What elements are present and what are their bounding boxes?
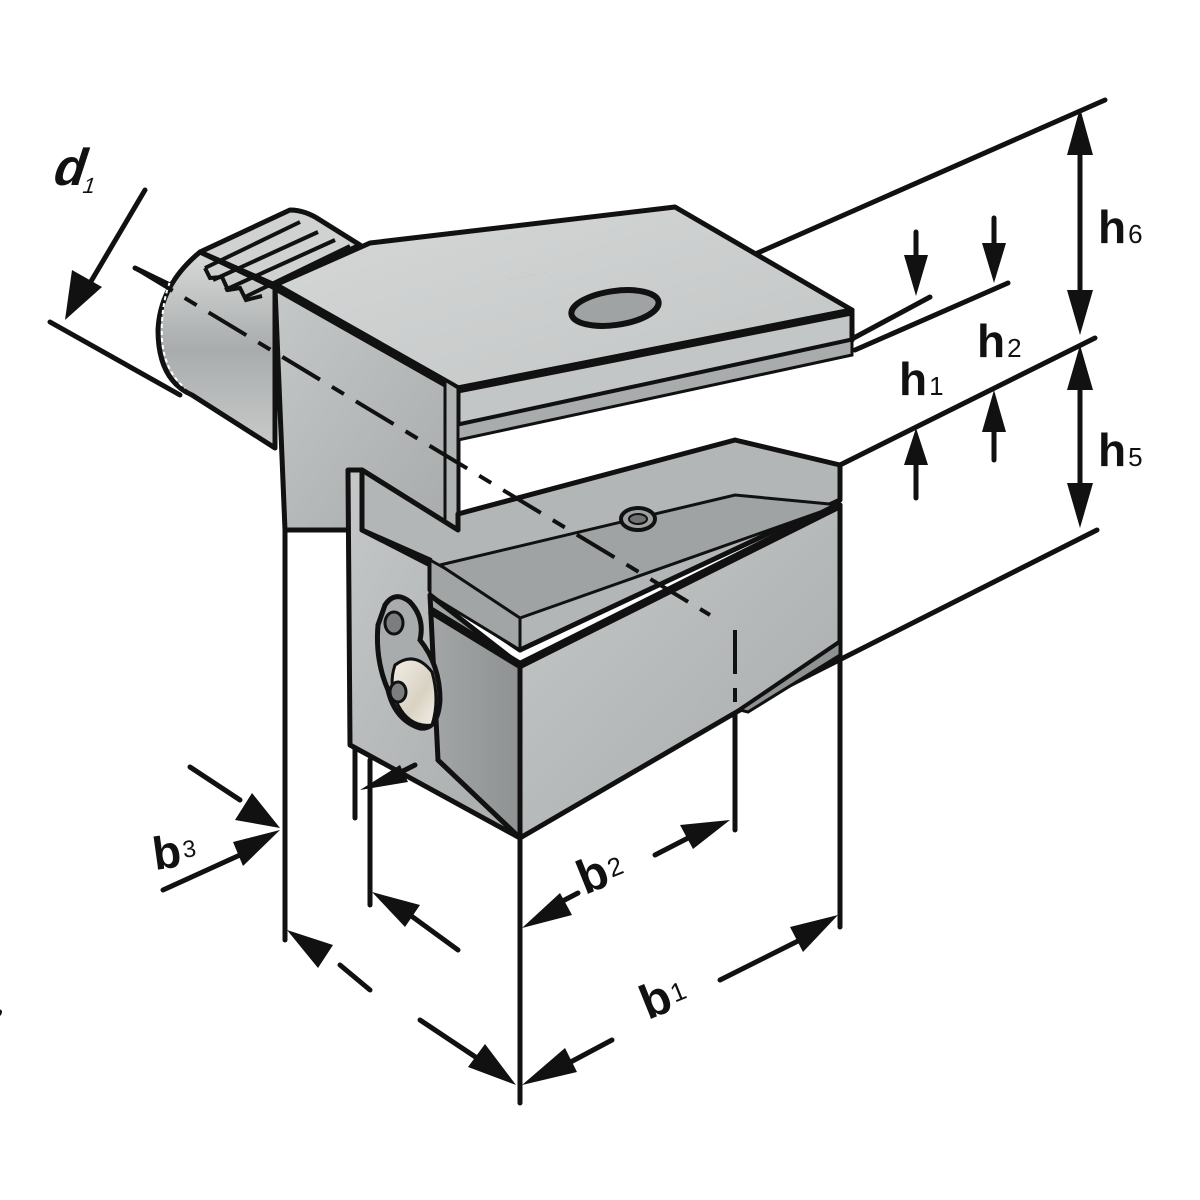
upper-head: ·· ·· ·· ·· — [272, 204, 855, 533]
cylindrical-shank — [155, 249, 278, 451]
label-h6: h6 — [1098, 201, 1143, 253]
lower-body — [345, 437, 843, 841]
label-h1: h1 — [899, 353, 944, 405]
center-lines — [133, 266, 737, 715]
clamp-eccentric-icon — [374, 594, 443, 731]
serrated-shank-end — [197, 207, 363, 303]
label-b1: b1 — [632, 964, 694, 1030]
dimension-arrows — [65, 108, 1093, 1085]
label-h2: h2 — [977, 315, 1022, 367]
label-b3: b3 — [149, 822, 199, 880]
label-l1: l1 — [0, 822, 12, 873]
label-h5: h5 — [1098, 424, 1143, 476]
label-d1: d1 — [46, 139, 111, 198]
top-bore-icon — [568, 287, 662, 329]
screw-icon — [619, 506, 657, 532]
label-l2: l2 — [0, 977, 18, 1032]
